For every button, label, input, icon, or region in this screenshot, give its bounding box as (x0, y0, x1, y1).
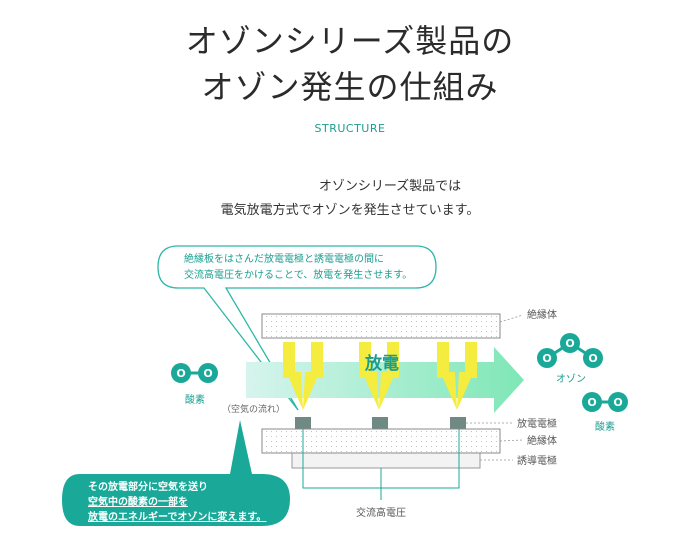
atom-label: O (203, 367, 212, 380)
oxygen-molecule-right: O O 酸素 (582, 392, 628, 433)
discharge-electrode (372, 417, 388, 429)
lightning-bolt (379, 342, 399, 410)
discharge-lightning (283, 342, 477, 410)
discharge-electrode (295, 417, 311, 429)
intro-line-1: オゾンシリーズ製品では (318, 179, 462, 194)
atom-label: O (542, 352, 551, 365)
ozone-label: オゾン (556, 373, 586, 385)
oxygen-molecule-left: O O 酸素 (171, 363, 218, 406)
insulator-top-label: 絶縁体 (527, 308, 557, 321)
discharge-electrode (450, 417, 466, 429)
title-line-1: オゾンシリーズ製品の (185, 22, 515, 60)
callout-bottom: その放電部分に空気を送り 空気中の酸素の一部を 放電のエネルギーでオゾンに変えま… (62, 420, 290, 526)
air-flow-label: （空気の流れ） (222, 403, 285, 415)
lightning-bolt (283, 342, 303, 410)
title-line-2: オゾン発生の仕組み (201, 68, 499, 106)
ozone-molecule: O O O オゾン (537, 333, 603, 385)
callout-top-line-2: 交流高電圧をかけることで、放電を発生させます。 (184, 268, 412, 281)
callout-bottom-line-1: その放電部分に空気を送り (88, 480, 208, 493)
page-title: オゾンシリーズ製品の オゾン発生の仕組み (0, 18, 700, 110)
lightning-bolt (437, 342, 457, 410)
ac-high-voltage-label: 交流高電圧 (356, 506, 406, 519)
intro-line-2: 電気放電方式でオゾンを発生させています。 (220, 203, 480, 218)
lightning-bolt (359, 342, 379, 410)
discharge-electrode-label: 放電電極 (517, 417, 557, 430)
callout-bottom-line-3: 放電のエネルギーでオゾンに変えます。 (87, 510, 266, 523)
atom-label: O (613, 396, 622, 409)
section-subtitle: STRUCTURE (314, 122, 386, 135)
atom-label: O (587, 396, 596, 409)
insulator-bottom-plate (261, 428, 501, 454)
insulator-top-plate (261, 313, 501, 339)
atom-label: O (588, 352, 597, 365)
insulator-bottom-label: 絶縁体 (527, 434, 557, 447)
oxygen-left-label: 酸素 (185, 393, 205, 406)
callout-top: 絶縁板をはさんだ放電電極と誘電電極の間に 交流高電圧をかけることで、放電を発生さ… (157, 245, 437, 411)
atom-label: O (565, 337, 574, 350)
atom-label: O (176, 367, 185, 380)
ac-wiring (302, 429, 460, 500)
induction-electrode-label: 誘導電極 (517, 454, 557, 467)
callout-bottom-line-2: 空気中の酸素の一部を (88, 495, 188, 508)
discharge-label: 放電 (364, 353, 399, 374)
oxygen-right-label: 酸素 (595, 420, 615, 433)
callout-top-line-1: 絶縁板をはさんだ放電電極と誘電電極の間に (184, 252, 384, 265)
lightning-bolt (457, 342, 477, 410)
lightning-bolt (303, 342, 323, 410)
